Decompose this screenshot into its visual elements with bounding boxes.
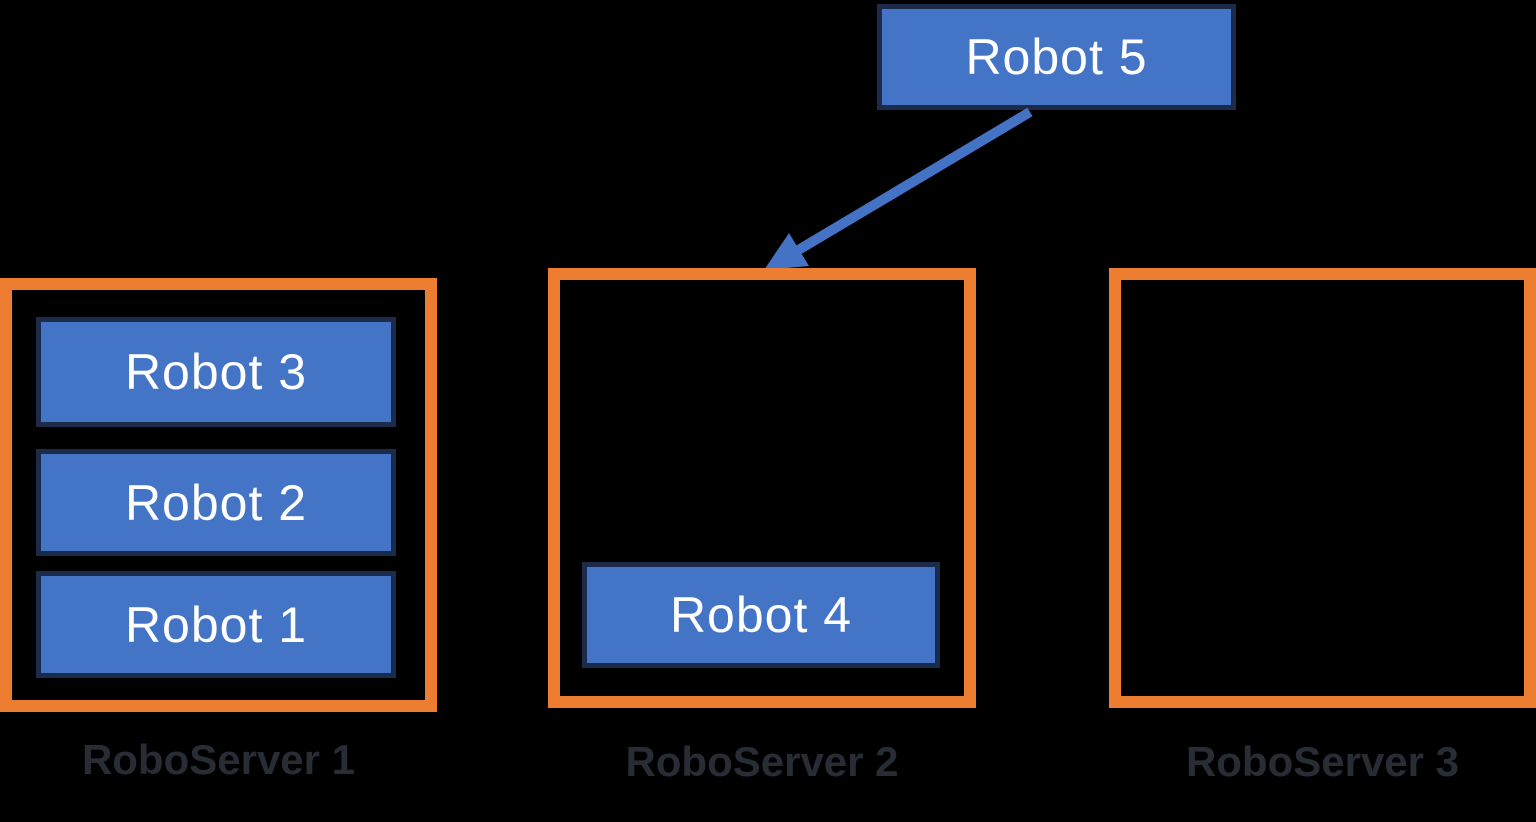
roboserver-2-label: RoboServer 2 xyxy=(625,738,899,785)
roboserver-1-box xyxy=(0,278,437,712)
roboserver-2-box xyxy=(548,268,976,708)
robot-4-label: Robot 4 xyxy=(669,587,853,643)
roboserver-1-label: RoboServer 1 xyxy=(81,736,356,783)
robot-5-label: Robot 5 xyxy=(965,29,1148,85)
arrow-head-icon xyxy=(764,233,809,270)
robot-4-box: Robot 4 xyxy=(582,562,940,668)
arrow-shaft xyxy=(792,107,1033,257)
robot-2-box: Robot 2 xyxy=(36,449,396,556)
robot-3-box: Robot 3 xyxy=(36,317,396,427)
robot-1-box: Robot 1 xyxy=(36,571,396,678)
robot-2-label: Robot 2 xyxy=(124,474,308,531)
robot-1-label: Robot 1 xyxy=(124,596,308,653)
roboserver-3-label: RoboServer 3 xyxy=(1185,738,1460,785)
robot-3-label: Robot 3 xyxy=(124,344,308,400)
robot-5-box: Robot 5 xyxy=(877,4,1236,110)
roboserver-3-box xyxy=(1109,268,1536,708)
